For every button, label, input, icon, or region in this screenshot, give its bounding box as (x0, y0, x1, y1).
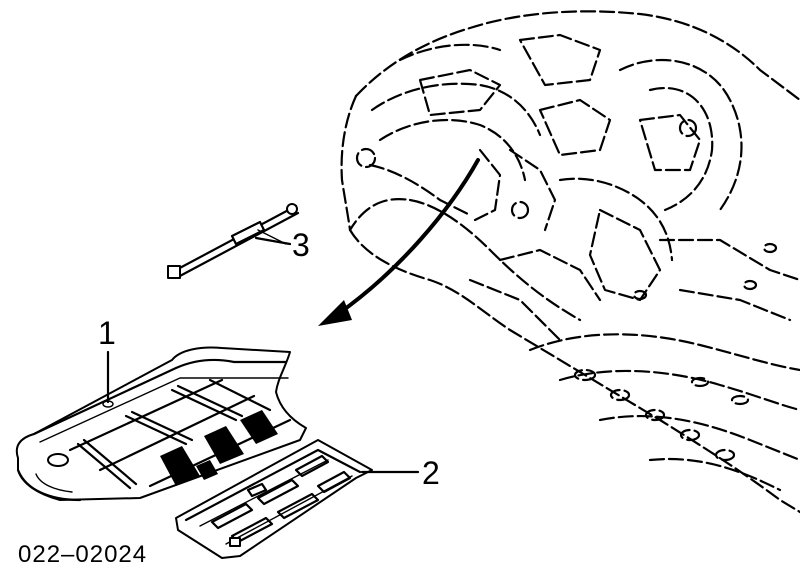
callout-3: 3 (292, 227, 310, 263)
part-1-underbody-shield (15, 346, 307, 502)
callout-1: 1 (98, 315, 116, 351)
leader-lines (106, 236, 420, 474)
diagram-reference-number: 022–02024 (18, 541, 147, 568)
installation-arrow (318, 158, 480, 326)
callout-2: 2 (422, 455, 440, 491)
part-2-underpanel (175, 439, 373, 559)
leader-line-3 (254, 236, 292, 246)
vehicle-underbody (340, 10, 800, 514)
part-3-strut (167, 203, 300, 279)
